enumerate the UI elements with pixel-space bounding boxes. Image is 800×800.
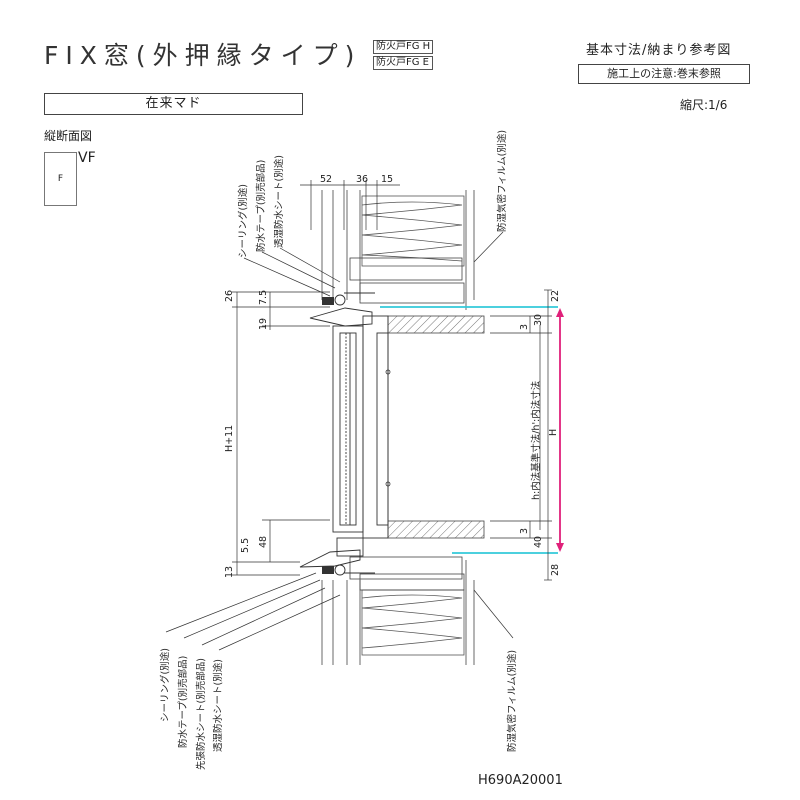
upper-interior-trim bbox=[387, 315, 485, 334]
dim-right-3b: 3 bbox=[519, 528, 530, 534]
dim-right-40: 40 bbox=[533, 536, 544, 548]
inner-dimension-label: h:内法基準寸法/h':内法寸法 bbox=[530, 381, 542, 500]
top-breathable-sheet-label: 透湿防水シート(別途) bbox=[273, 155, 285, 248]
dim-left-26: 26 bbox=[224, 290, 235, 302]
lower-stud bbox=[349, 556, 463, 580]
dim-left-48: 48 bbox=[258, 536, 269, 548]
lower-sill bbox=[359, 573, 465, 591]
height-arrow-bottom bbox=[556, 543, 564, 552]
dim-left-7-5: 7.5 bbox=[258, 290, 269, 305]
window-type-label: 在来マド bbox=[44, 93, 303, 115]
upper-stud bbox=[349, 257, 463, 281]
dim-right-28: 28 bbox=[550, 564, 561, 576]
dim-left-5-5: 5.5 bbox=[240, 538, 251, 553]
bottom-sealing-label: シーリング(別途) bbox=[159, 648, 171, 722]
top-leader-lines bbox=[243, 231, 504, 297]
screws bbox=[344, 292, 375, 574]
upper-screw-icon bbox=[385, 369, 391, 375]
page-title: FIX窓(外押縁タイプ) bbox=[44, 41, 362, 70]
bottom-waterproof-tape-label: 防水テープ(別売部品) bbox=[177, 656, 189, 748]
drawing-code: H690A20001 bbox=[478, 773, 563, 788]
dim-left-13: 13 bbox=[224, 566, 235, 578]
lower-sealant-fill bbox=[322, 566, 334, 574]
upper-insulation bbox=[361, 195, 465, 267]
bottom-leader-lines bbox=[165, 572, 514, 651]
upper-wall-lines bbox=[321, 190, 475, 310]
lower-screw-icon bbox=[385, 481, 391, 487]
upper-sealant-fill bbox=[322, 297, 334, 305]
scale-label: 縮尺:1/6 bbox=[680, 98, 728, 112]
legend-label: VF bbox=[78, 150, 96, 166]
dim-top-52: 52 bbox=[320, 174, 332, 185]
section-label: 縦断面図 bbox=[44, 129, 93, 143]
upper-sealant-icon bbox=[334, 294, 346, 306]
upper-header bbox=[359, 282, 465, 304]
top-waterproof-tape-label: 防水テープ(別売部品) bbox=[255, 160, 267, 252]
lower-interior-trim bbox=[387, 520, 485, 539]
bottom-vapor-film-label: 防湿気密フィルム(別途) bbox=[506, 650, 518, 752]
dim-right-h: H bbox=[548, 429, 559, 436]
legend-box: F bbox=[44, 152, 77, 206]
top-sealing-label: シーリング(別途) bbox=[237, 184, 249, 258]
window-frame bbox=[299, 307, 389, 568]
bottom-breathable-sheet-label: 透湿防水シート(別途) bbox=[212, 659, 224, 752]
bottom-pre-sheet-label: 先張防水シート(別売部品) bbox=[195, 658, 207, 770]
fire-door-badges: 防火戸FG H 防火戸FG E bbox=[373, 40, 434, 72]
fire-door-badge-h: 防火戸FG H bbox=[373, 40, 434, 54]
height-arrow-top bbox=[556, 308, 564, 317]
lower-sealant-icon bbox=[334, 564, 346, 576]
dim-top-15: 15 bbox=[381, 174, 393, 185]
dim-left-h11: H+11 bbox=[224, 425, 235, 452]
lower-insulation bbox=[361, 589, 465, 656]
dim-left-19: 19 bbox=[258, 318, 269, 330]
reference-title: 基本寸法/納まり参考図 bbox=[586, 43, 732, 58]
fire-door-badge-e: 防火戸FG E bbox=[373, 56, 434, 70]
top-vapor-film-label: 防湿気密フィルム(別途) bbox=[496, 130, 508, 232]
dim-right-22: 22 bbox=[550, 290, 561, 302]
dim-right-30: 30 bbox=[533, 314, 544, 326]
reference-note: 施工上の注意:巻末参照 bbox=[578, 64, 750, 84]
dimension-lines bbox=[232, 180, 552, 581]
dim-right-3a: 3 bbox=[519, 324, 530, 330]
dim-top-36: 36 bbox=[356, 174, 368, 185]
lower-wall-lines bbox=[321, 560, 475, 665]
